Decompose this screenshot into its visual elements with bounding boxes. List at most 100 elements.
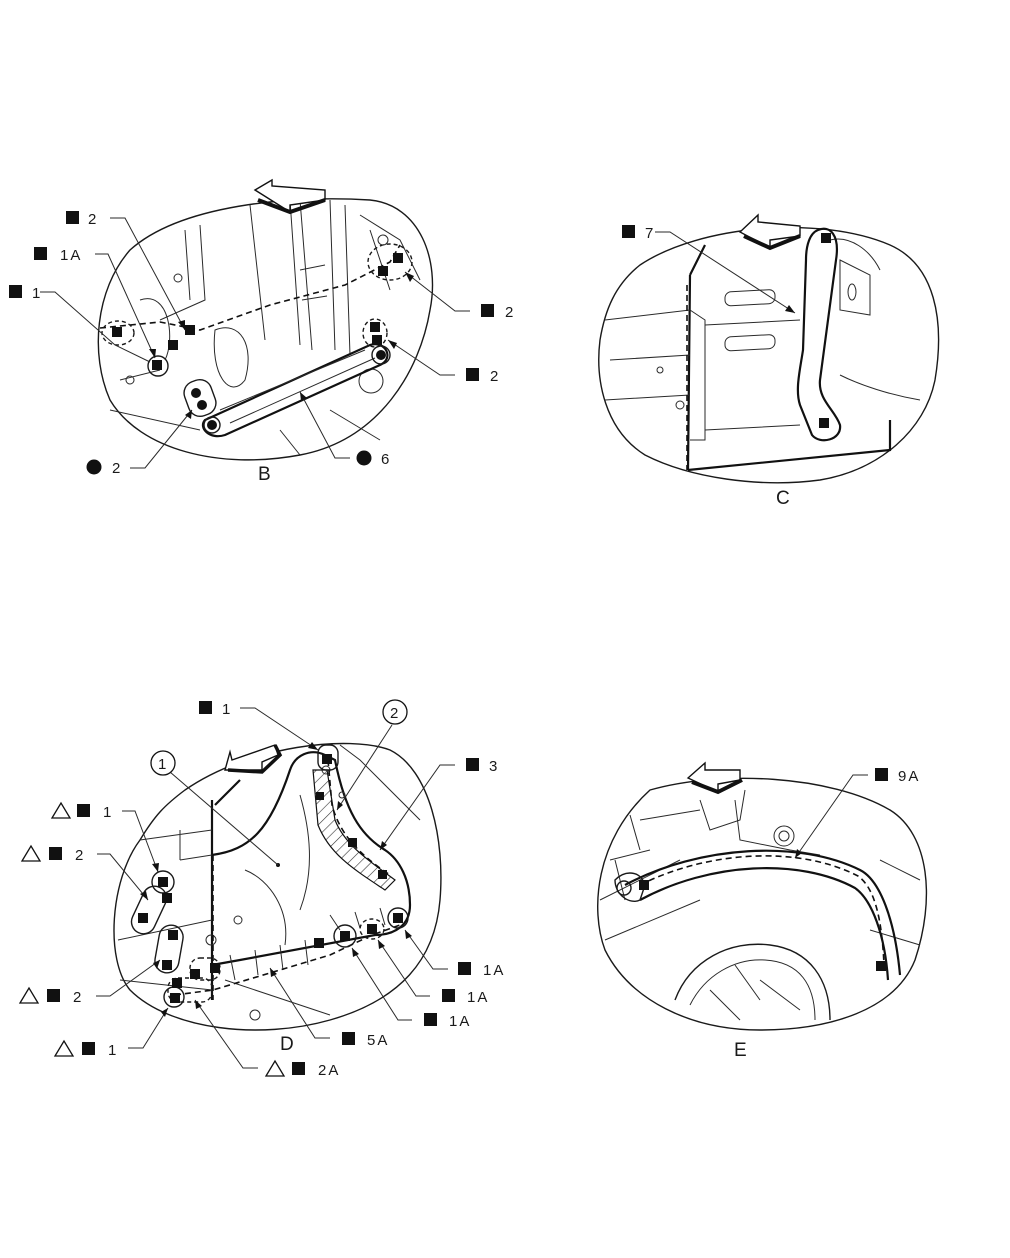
open-triangle-icon bbox=[53, 1039, 75, 1057]
callout-label: 1 bbox=[32, 285, 42, 302]
view-b-weld-marks bbox=[112, 253, 403, 430]
view-b-callout-4: 2 bbox=[481, 304, 515, 321]
callout-label: 7 bbox=[645, 225, 655, 242]
callout-label: 1A bbox=[60, 247, 82, 264]
filled-square-icon bbox=[49, 847, 62, 860]
view-e-wheel-arch bbox=[624, 849, 902, 976]
callout-label: 2 bbox=[73, 989, 83, 1006]
view-c-caption: C bbox=[776, 488, 790, 509]
view-d-callout-1: 1 bbox=[199, 701, 232, 718]
view-b-dashed-seam bbox=[99, 244, 401, 331]
view-b-front-arrow-icon bbox=[253, 178, 326, 215]
view-d-callout-3: 1 bbox=[150, 750, 176, 776]
view-c-outline bbox=[598, 226, 940, 484]
view-c-body-panels bbox=[604, 238, 921, 472]
view-b-callout-6: 2 bbox=[86, 459, 120, 477]
view-e-body-panels bbox=[599, 789, 921, 1021]
filled-square-icon bbox=[77, 804, 90, 817]
callout-label: 2 bbox=[88, 211, 98, 228]
view-d-callout-8: 1 bbox=[53, 1039, 118, 1059]
view-b-leaders bbox=[40, 217, 470, 469]
callout-label: 2A bbox=[318, 1062, 340, 1079]
view-b-callout-1: 2 bbox=[66, 211, 98, 228]
view-d-callout-12: 1A bbox=[442, 989, 489, 1006]
view-b-caption: B bbox=[258, 464, 271, 485]
circled-number-icon bbox=[150, 750, 176, 776]
view-b-outline bbox=[97, 198, 434, 461]
view-d-callout-9: 2A bbox=[264, 1059, 340, 1079]
filled-square-icon bbox=[466, 758, 479, 771]
view-e-dashed-seam bbox=[639, 855, 885, 966]
view-b-callout-7: 6 bbox=[356, 450, 391, 468]
filled-square-icon bbox=[47, 989, 60, 1002]
filled-square-icon bbox=[199, 701, 212, 714]
filled-square-icon bbox=[875, 768, 888, 781]
callout-label: 6 bbox=[381, 451, 391, 468]
callout-label: 2 bbox=[505, 304, 515, 321]
filled-square-icon bbox=[481, 304, 494, 317]
filled-circle-icon bbox=[86, 459, 102, 475]
callout-label: 3 bbox=[489, 758, 499, 775]
view-b: 2 1A 1 2 2 2 6 B bbox=[9, 178, 515, 485]
view-e-leader bbox=[794, 774, 868, 859]
filled-square-icon bbox=[34, 247, 47, 260]
callout-label: 1A bbox=[449, 1013, 471, 1030]
open-triangle-icon bbox=[18, 986, 40, 1004]
circled-number-icon bbox=[382, 699, 408, 725]
open-triangle-icon bbox=[20, 844, 42, 862]
view-d: 1 2 1 3 1 2 2 bbox=[18, 699, 505, 1079]
filled-circle-icon bbox=[356, 450, 372, 466]
view-c-pillar-reinforcement bbox=[796, 227, 842, 442]
filled-square-icon bbox=[466, 368, 479, 381]
callout-label: 1A bbox=[467, 989, 489, 1006]
callout-label: 2 bbox=[390, 705, 398, 722]
view-d-leaders bbox=[96, 707, 455, 1069]
filled-square-icon bbox=[66, 211, 79, 224]
callout-label: 1 bbox=[158, 756, 166, 773]
view-d-callout-4: 3 bbox=[466, 758, 499, 775]
callout-label: 2 bbox=[490, 368, 500, 385]
view-e-callout-1: 9A bbox=[875, 768, 920, 785]
filled-square-icon bbox=[458, 962, 471, 975]
view-c-front-arrow-icon bbox=[738, 213, 801, 251]
view-e-caption: E bbox=[734, 1040, 747, 1061]
view-c-leader bbox=[655, 231, 796, 314]
view-e-front-arrow-icon bbox=[686, 761, 743, 795]
view-c: 7 C bbox=[598, 213, 940, 509]
callout-label: 1 bbox=[103, 804, 113, 821]
view-b-callout-2: 1A bbox=[34, 247, 82, 264]
view-d-callout-6: 2 bbox=[20, 844, 85, 864]
view-c-weld-marks bbox=[819, 233, 831, 428]
filled-square-icon bbox=[424, 1013, 437, 1026]
view-e: 9A E bbox=[597, 761, 928, 1061]
view-b-callout-5: 2 bbox=[466, 368, 500, 385]
view-d-leader-arrowheads bbox=[140, 742, 412, 1017]
callout-label: 1 bbox=[222, 701, 232, 718]
view-d-dashed-seam bbox=[174, 855, 401, 1000]
view-d-callout-10: 5A bbox=[342, 1032, 389, 1049]
view-b-callout-3: 1 bbox=[9, 285, 42, 302]
view-c-callout-1: 7 bbox=[622, 225, 655, 242]
filled-square-icon bbox=[622, 225, 635, 238]
view-d-callout-11: 1A bbox=[424, 1013, 471, 1030]
callout-label: 1A bbox=[483, 962, 505, 979]
filled-square-icon bbox=[442, 989, 455, 1002]
view-d-callout-2: 2 bbox=[382, 699, 408, 725]
view-e-outline bbox=[597, 777, 928, 1031]
view-d-front-arrow-icon bbox=[224, 744, 283, 774]
callout-label: 9A bbox=[898, 768, 920, 785]
callout-label: 5A bbox=[367, 1032, 389, 1049]
callout-label: 2 bbox=[75, 847, 85, 864]
filled-square-icon bbox=[292, 1062, 305, 1075]
view-d-callout-5: 1 bbox=[50, 801, 113, 821]
callout-label: 1 bbox=[108, 1042, 118, 1059]
filled-square-icon bbox=[9, 285, 22, 298]
view-d-callout-7: 2 bbox=[18, 986, 83, 1006]
view-e-weld-marks bbox=[639, 880, 886, 971]
view-d-weld-marks bbox=[138, 754, 403, 1003]
view-b-body-panels bbox=[109, 199, 421, 456]
open-triangle-icon bbox=[50, 801, 72, 819]
open-triangle-icon bbox=[264, 1059, 286, 1077]
filled-square-icon bbox=[342, 1032, 355, 1045]
